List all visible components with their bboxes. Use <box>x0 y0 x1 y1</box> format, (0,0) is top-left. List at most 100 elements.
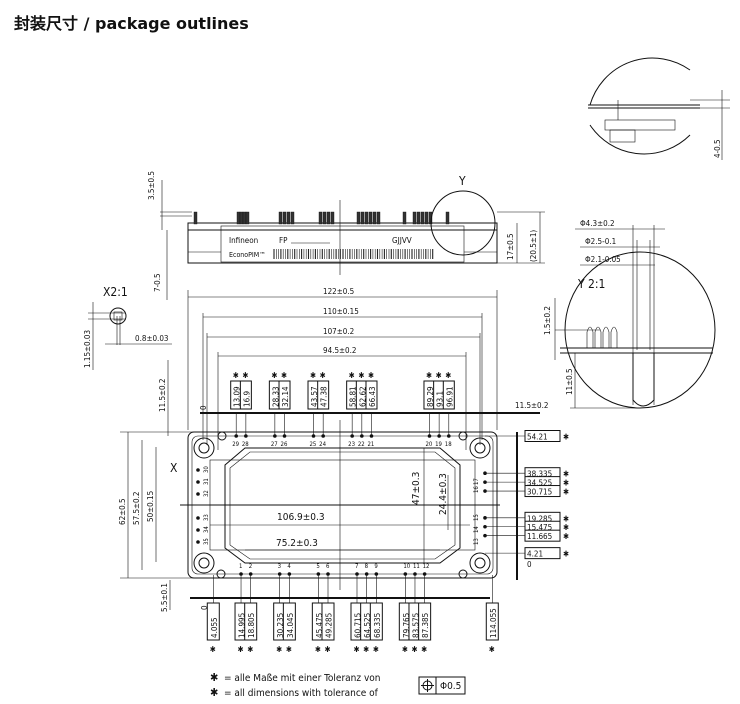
tolerance-star: ✱ <box>358 371 364 380</box>
legend-line-de: = alle Maße mit einer Toleranz von <box>224 673 380 684</box>
dim-length-122: 122±0.5 <box>323 287 354 296</box>
detail-pin <box>610 326 618 348</box>
pin-left <box>196 468 200 472</box>
pin-position-label: 18.805 <box>247 613 256 638</box>
pin-number: 26 <box>281 441 288 448</box>
pin-top <box>282 434 287 438</box>
side-pin <box>290 211 295 225</box>
pin-top <box>437 434 441 438</box>
pin-position-box <box>278 380 291 410</box>
dim-length-107: 107±0.2 <box>323 327 354 336</box>
pin-number: 20 <box>425 441 432 448</box>
pin-bottom <box>316 572 321 576</box>
side-pin <box>372 211 377 225</box>
pin-position-label: 62.62 <box>358 386 367 407</box>
pin-position-label: 30.235 <box>276 613 285 638</box>
pin-position-label: 4.055 <box>210 617 219 638</box>
tolerance-star: ✱ <box>353 645 359 654</box>
pin-position-label: 96.91 <box>445 386 454 407</box>
pin-number: 11 <box>413 563 420 570</box>
pin-number: 1 <box>239 563 242 570</box>
pin-position-box <box>524 430 561 442</box>
zero-top: 0 <box>199 405 208 410</box>
tolerance-star: ✱ <box>210 645 216 654</box>
pin-top <box>350 434 354 438</box>
detail-y-marker: Y <box>458 174 466 188</box>
tolerance-star: ✱ <box>563 433 569 442</box>
dim-detail-b: 11±0.5 <box>565 368 574 395</box>
pin-position-label: 34.045 <box>286 613 295 638</box>
detail-y-top: 4-0.5 <box>588 57 730 160</box>
dim-dia-1: Φ4.3±0.2 <box>580 219 615 228</box>
tolerance-star: ✱ <box>563 514 569 523</box>
pin-position-label: 32.14 <box>281 386 290 407</box>
side-pin <box>282 211 287 225</box>
code-label: GJJVV <box>392 236 412 245</box>
pin-position-box <box>485 602 499 641</box>
side-pin <box>424 211 429 225</box>
dim-top-right: 11.5±0.2 <box>515 401 549 410</box>
pin-top <box>427 434 432 438</box>
tolerance-star: ✱ <box>363 645 369 654</box>
dim-body-height: 17±0.5 <box>506 233 515 260</box>
detail-pin <box>586 326 594 348</box>
dim-detail-a: 1.5±0.2 <box>543 306 552 335</box>
tolerance-star: ✱ <box>286 645 292 654</box>
tolerance-star: ✱ <box>421 645 427 654</box>
pin-number: 23 <box>348 441 355 448</box>
pin-right <box>483 471 487 475</box>
tolerance-star: ✱ <box>411 645 417 654</box>
pin-top <box>273 434 277 438</box>
pin-number: 27 <box>271 441 278 448</box>
tolerance-value: Φ0.5 <box>440 681 461 692</box>
pin-number: 32 <box>203 490 210 497</box>
side-pin <box>412 211 417 225</box>
part-label: FP <box>279 236 288 245</box>
side-pin <box>416 211 421 225</box>
pin-top <box>360 434 364 438</box>
pin-number: 31 <box>203 478 210 485</box>
pin-right <box>483 524 487 529</box>
pin-right <box>483 480 487 484</box>
pin-number: 9 <box>374 563 378 570</box>
dim-inner-106-9: 106.9±0.3 <box>277 512 325 523</box>
tolerance-star: ✱ <box>242 371 248 380</box>
dim-inner-75-2: 75.2±0.3 <box>276 538 318 549</box>
side-pin <box>278 211 283 225</box>
tolerance-star: ✱ <box>320 371 326 380</box>
tolerance-star: ✱ <box>325 645 331 654</box>
dim-detail-top: 4-0.5 <box>713 139 722 158</box>
side-pin <box>322 211 327 225</box>
pin-position-label: 58.81 <box>349 386 358 407</box>
pin-number: 2 <box>249 563 252 570</box>
pin-right <box>483 489 487 493</box>
dim-base: 7-0.5 <box>153 273 162 292</box>
tolerance-star: ✱ <box>276 645 282 654</box>
side-pin <box>402 211 407 225</box>
series-label: EconoPIM™ <box>229 251 266 259</box>
pin-position-box <box>524 485 561 498</box>
zero-right: 0 <box>527 560 532 569</box>
pin-number: 6 <box>326 563 330 570</box>
pin-position-label: 66.43 <box>368 386 377 407</box>
top-view: 122±0.5 110±0.15 107±0.2 94.5±0.2 62±0.5… <box>118 287 569 654</box>
tolerance-star: ✱ <box>281 371 287 380</box>
pin-position-box <box>524 529 561 542</box>
pin-number: 25 <box>310 441 317 448</box>
tolerance-star: ✱ <box>310 371 316 380</box>
pin-bottom <box>326 572 330 576</box>
detail-pin <box>602 326 610 348</box>
pin-top <box>244 434 248 438</box>
tolerance-star: ✱ <box>563 550 569 559</box>
pin-position-label: 60.715 <box>353 613 362 638</box>
pin-left <box>196 528 200 532</box>
pin-position-label: 79.765 <box>402 613 411 638</box>
pin-position-box <box>365 380 378 410</box>
tolerance-star: ✱ <box>402 645 408 654</box>
legend-star-en: ✱ <box>210 686 218 699</box>
pin-position-label: 64.525 <box>363 613 372 638</box>
side-pin <box>360 211 365 225</box>
page-title: 封装尺寸 / package outlines <box>14 14 249 33</box>
pin-position-box <box>524 547 561 560</box>
